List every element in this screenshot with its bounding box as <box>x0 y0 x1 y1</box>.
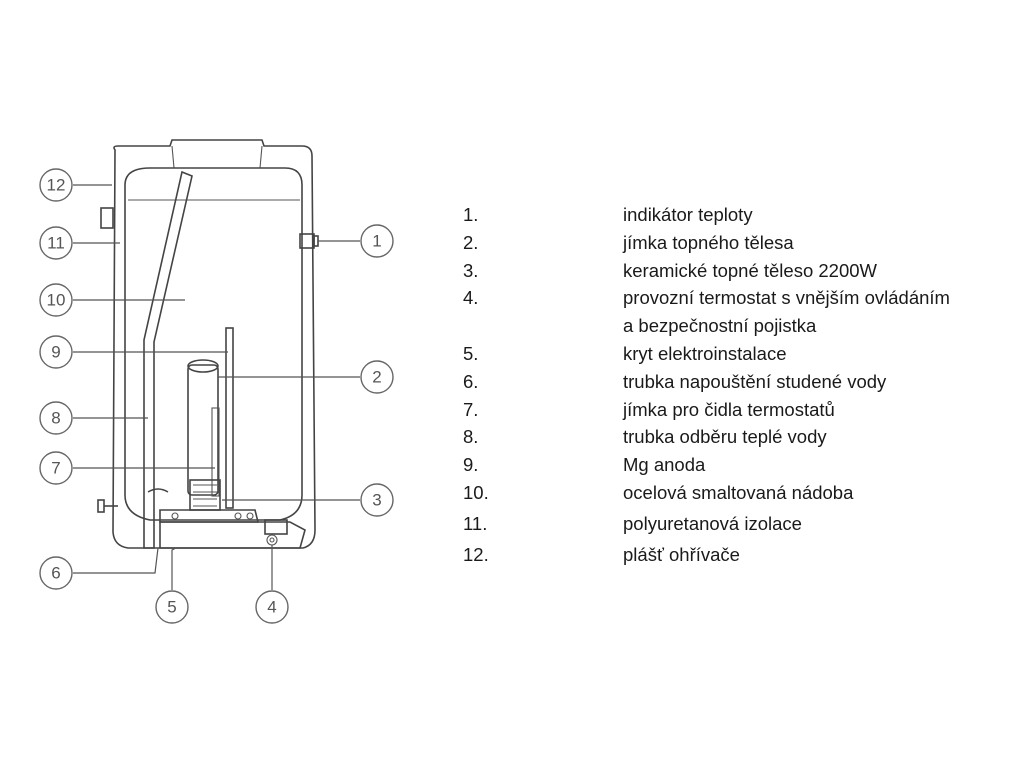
callout-7: 7 <box>39 451 73 485</box>
legend-number: 7. <box>463 398 479 420</box>
callout-8: 8 <box>39 401 73 435</box>
legend-text: trubka odběru teplé vody <box>623 426 827 448</box>
legend-item-6: 6. trubka napouštění studené vody <box>463 368 1013 396</box>
legend-text: ocelová smaltovaná nádoba <box>623 481 854 503</box>
legend-text: trubka napouštění studené vody <box>623 370 887 392</box>
callout-5: 5 <box>155 590 189 624</box>
legend-text: keramické topné těleso 2200W <box>623 259 877 281</box>
side-box <box>100 207 114 229</box>
legend-number: 8. <box>463 426 479 448</box>
legend-number: 4. <box>463 287 479 309</box>
legend-item-2: 2. jímka topného tělesa <box>463 229 1013 257</box>
legend-number: 12. <box>463 543 489 565</box>
callout-label: 2 <box>372 368 381 387</box>
callout-1: 1 <box>360 224 394 258</box>
callout-label: 3 <box>372 491 381 510</box>
callout-label: 9 <box>51 343 60 362</box>
legend-text: kryt elektroinstalace <box>623 342 787 364</box>
ceramic-heater <box>189 479 221 511</box>
legend-item-11: 11. polyuretanová izolace <box>463 510 1013 538</box>
callout-label: 10 <box>47 291 66 310</box>
heater-casing <box>112 139 316 549</box>
callout-label: 6 <box>51 564 60 583</box>
legend-number: 3. <box>463 259 479 281</box>
legend-item-10: 10. ocelová smaltovaná nádoba <box>463 479 1013 507</box>
legend-number: 6. <box>463 370 479 392</box>
sensor-sleeve <box>211 407 220 497</box>
legend-item-12: 12. plášť ohřívače <box>463 541 1013 569</box>
callout-12: 12 <box>39 168 73 202</box>
legend-text: Mg anoda <box>623 454 706 476</box>
legend-number: 5. <box>463 342 479 364</box>
drain-valve <box>97 499 118 513</box>
callout-4: 4 <box>255 590 289 624</box>
legend-item-3: 3. keramické topné těleso 2200W <box>463 257 1013 285</box>
callout-2: 2 <box>360 360 394 394</box>
callout-label: 12 <box>47 176 66 195</box>
leader-lines <box>73 184 360 590</box>
callout-label: 5 <box>167 598 176 617</box>
parts-legend: 1. indikátor teploty 2. jímka topného tě… <box>463 201 1013 568</box>
callout-label: 1 <box>372 232 381 251</box>
callout-9: 9 <box>39 335 73 369</box>
legend-item-9: 9. Mg anoda <box>463 451 1013 479</box>
callout-label: 8 <box>51 409 60 428</box>
water-heater-diagram: 12 11 10 9 8 7 6 5 4 3 2 1 <box>39 139 394 624</box>
cold-inlet-mark <box>147 488 169 493</box>
legend-number: 1. <box>463 204 479 225</box>
legend-item-5: 5. kryt elektroinstalace <box>463 340 1013 368</box>
legend-item-1: 1. indikátor teploty <box>463 201 1013 229</box>
heating-element-sleeve <box>187 359 219 496</box>
steel-tank <box>124 167 303 521</box>
callout-label: 11 <box>47 234 65 253</box>
legend-number: 11. <box>463 512 488 534</box>
legend-item-8: 8. trubka odběru teplé vody <box>463 423 1013 451</box>
legend-item-4: 4. provozní termostat s vnějším ovládání… <box>463 284 1013 312</box>
legend-text: polyuretanová izolace <box>623 512 802 534</box>
legend-item-7: 7. jímka pro čidla termostatů <box>463 396 1013 424</box>
legend-text: plášť ohřívače <box>623 543 740 565</box>
legend-text-continued: a bezpečnostní pojistka <box>623 315 817 337</box>
callout-6: 6 <box>39 556 73 590</box>
callout-label: 7 <box>51 459 60 478</box>
callout-3: 3 <box>360 483 394 517</box>
legend-number: 9. <box>463 454 479 476</box>
callout-11: 11 <box>39 226 73 260</box>
legend-text: indikátor teploty <box>623 204 753 225</box>
callout-10: 10 <box>39 283 73 317</box>
legend-text: jímka pro čidla termostatů <box>623 398 835 420</box>
legend-number: 10. <box>463 481 489 503</box>
callout-label: 4 <box>267 598 276 617</box>
legend-text: jímka topného tělesa <box>623 231 794 253</box>
legend-item-4-continued: a bezpečnostní pojistka <box>463 312 1013 340</box>
legend-number: 2. <box>463 231 479 253</box>
anode-rod <box>225 327 234 509</box>
electrical-cover <box>159 519 306 549</box>
legend-text: provozní termostat s vnějším ovládáním <box>623 287 950 309</box>
hot-water-pipe <box>143 170 193 549</box>
